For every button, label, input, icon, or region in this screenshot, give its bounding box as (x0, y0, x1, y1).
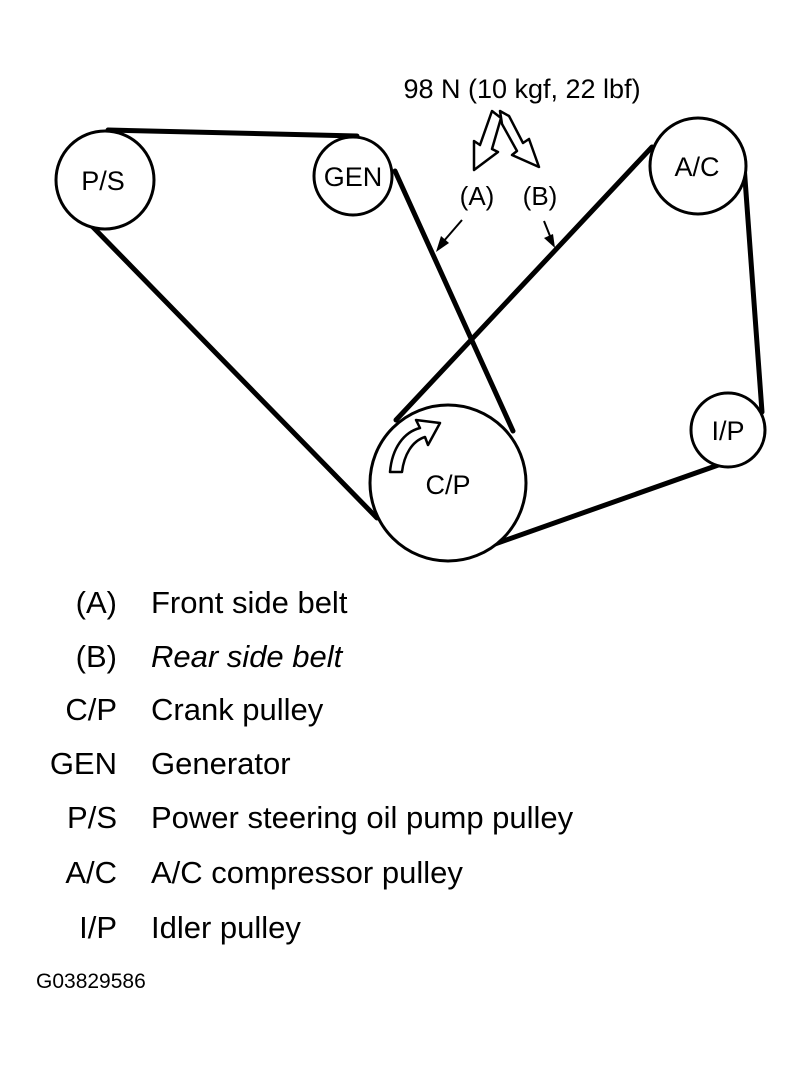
belt-a-cp-ps (85, 219, 380, 521)
ip-label: I/P (711, 416, 744, 446)
ac-pulley (648, 116, 748, 216)
legend-row: (B) Rear side belt (0, 637, 803, 677)
legend-row: GEN Generator (0, 744, 803, 784)
front-side-belt (85, 127, 516, 521)
ac-label: A/C (674, 152, 719, 182)
marker-a-leader (436, 219, 463, 252)
rear-side-belt (393, 144, 765, 548)
belt-a-ps-gen (105, 127, 360, 139)
marker-a-label: (A) (460, 181, 495, 211)
legend-code: (B) (75, 639, 117, 674)
marker-b-leader (543, 220, 555, 248)
tension-label: 98 N (10 kgf, 22 lbf) (403, 74, 640, 104)
legend-description: Power steering oil pump pulley (151, 800, 574, 835)
legend-code: (A) (75, 585, 117, 620)
ps-label: P/S (81, 166, 125, 196)
legend-row: (A) Front side belt (0, 583, 803, 623)
belt-b-ip-cp (489, 460, 727, 548)
gen-pulley (312, 135, 394, 217)
ps-pulley (54, 129, 156, 231)
legend-row: A/C A/C compressor pulley (0, 853, 803, 893)
legend-description: Crank pulley (151, 692, 324, 727)
force-arrow-b-icon (498, 109, 541, 169)
legend-code: I/P (79, 910, 117, 945)
rotation-arrow-icon (388, 418, 442, 474)
legend-description: Idler pulley (151, 910, 301, 945)
legend-code: C/P (65, 692, 117, 727)
legend-row: C/P Crank pulley (0, 690, 803, 730)
legend-code: P/S (67, 800, 117, 835)
legend-code: A/C (65, 855, 117, 890)
belt-b-ac-ip (741, 162, 765, 415)
legend-row: P/S Power steering oil pump pulley (0, 798, 803, 838)
legend-description: A/C compressor pulley (151, 855, 463, 890)
belt-b-cp-ac (393, 144, 655, 423)
legend-description: Generator (151, 746, 291, 781)
cp-label: C/P (425, 470, 470, 500)
force-arrow-a-icon (472, 109, 503, 172)
legend-row: I/P Idler pulley (0, 908, 803, 948)
ip-pulley (689, 391, 767, 469)
belt-routing-diagram: P/S GEN A/C I/P C/P 98 N (10 kgf, 22 lbf… (54, 74, 767, 563)
gen-label: GEN (324, 162, 383, 192)
marker-b-label: (B) (523, 181, 558, 211)
legend-description: Front side belt (151, 585, 348, 620)
legend-description: Rear side belt (151, 639, 343, 674)
belt-a-gen-cp (392, 168, 516, 434)
legend-code: GEN (49, 746, 117, 781)
figure-id: G03829586 (36, 970, 146, 993)
